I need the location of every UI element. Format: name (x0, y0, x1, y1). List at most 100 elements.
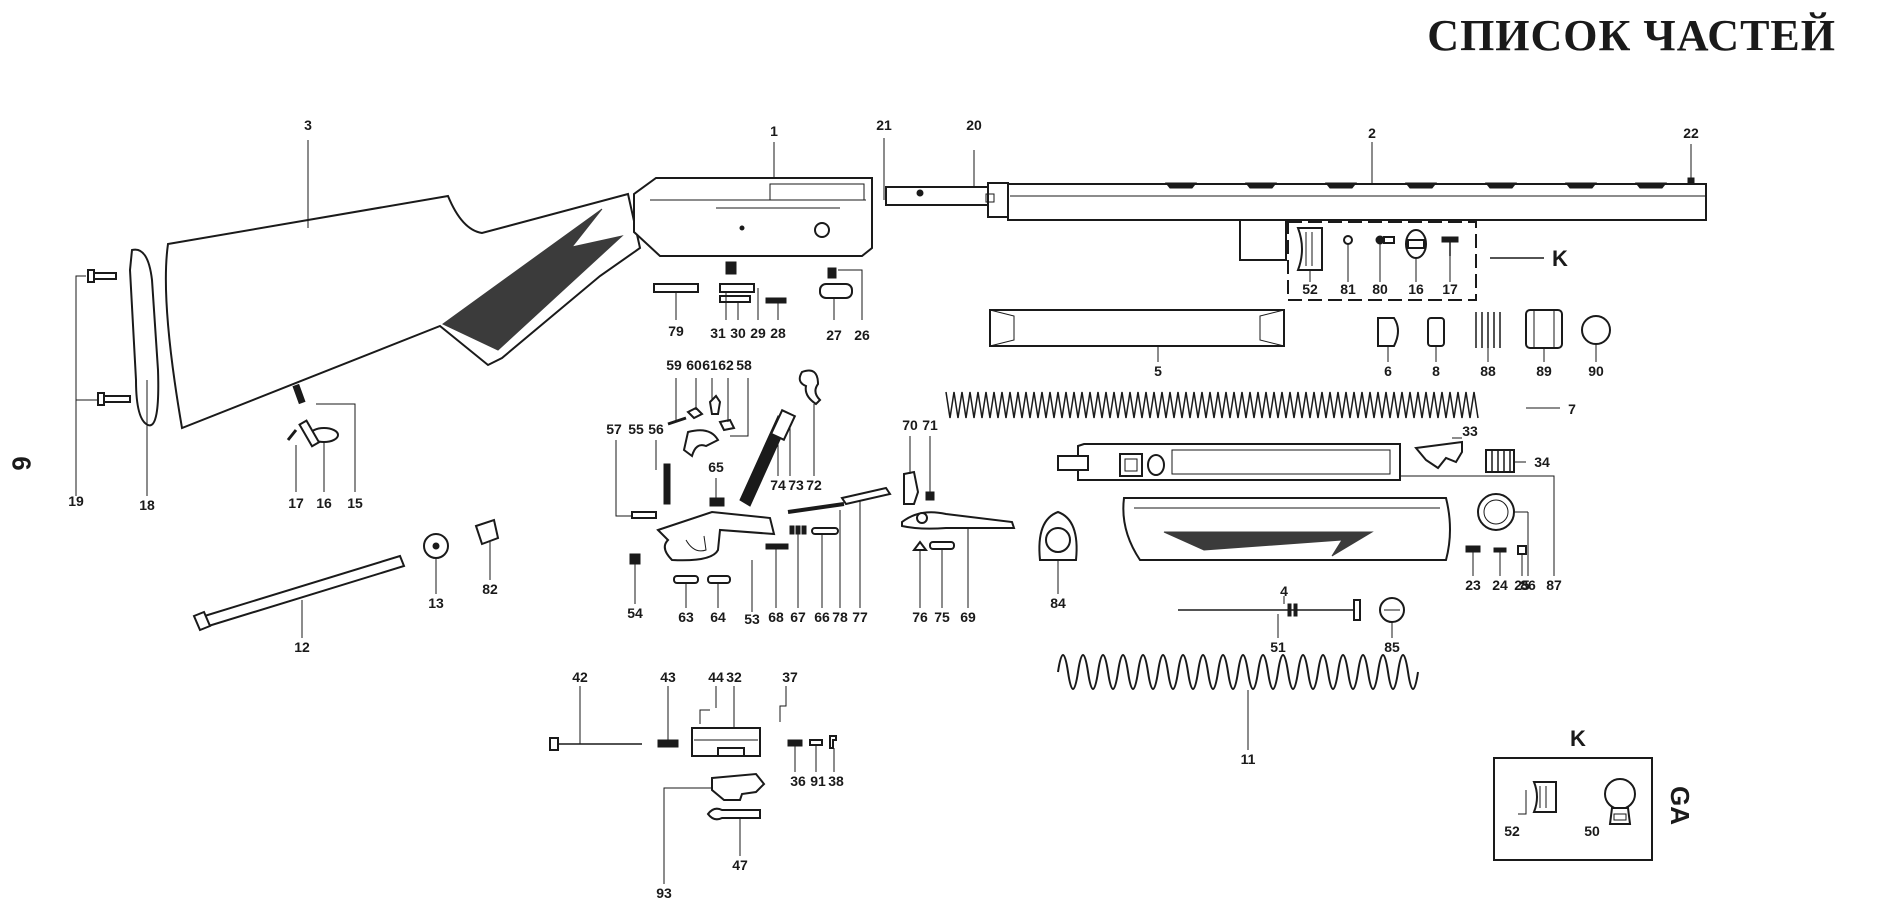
label-part-62: 62 (718, 357, 734, 373)
label-part-12: 12 (294, 639, 310, 655)
part-stock (164, 140, 642, 430)
label-part-30: 30 (730, 325, 746, 341)
label-part-87: 87 (1546, 577, 1562, 593)
kit-k-label: K (1552, 246, 1568, 271)
label-part-52-ga: 52 (1504, 823, 1520, 839)
label-part-27: 27 (826, 327, 842, 343)
part-receiver (633, 142, 873, 257)
label-part-16-kit: 16 (1408, 281, 1424, 297)
label-part-42: 42 (572, 669, 588, 685)
part-small-group-a (653, 261, 863, 320)
label-part-2: 2 (1368, 125, 1376, 141)
label-part-71: 71 (922, 417, 938, 433)
label-part-6: 6 (1384, 363, 1392, 379)
page-number: 6 (6, 456, 37, 471)
label-part-7: 7 (1568, 401, 1576, 417)
label-part-73: 73 (788, 477, 804, 493)
ga-kit-label: GA (1665, 786, 1695, 825)
label-part-19: 19 (68, 493, 84, 509)
part-buttplate (128, 248, 160, 427)
label-part-60: 60 (686, 357, 702, 373)
label-part-67: 67 (790, 609, 806, 625)
label-part-74: 74 (770, 477, 786, 493)
part-action-rod (1178, 596, 1361, 638)
kit-k-label-ga: K (1570, 726, 1586, 751)
part-bolt-assembly (1057, 437, 1555, 576)
label-part-23: 23 (1465, 577, 1481, 593)
label-part-52: 52 (1302, 281, 1318, 297)
part-magazine-tube (989, 309, 1285, 362)
label-part-16: 16 (316, 495, 332, 511)
label-part-17-kit: 17 (1442, 281, 1458, 297)
label-part-57: 57 (606, 421, 622, 437)
part-small-group-b (1377, 309, 1611, 362)
label-part-18: 18 (139, 497, 155, 513)
label-part-55: 55 (628, 421, 644, 437)
label-part-85: 85 (1384, 639, 1400, 655)
label-part-25: 25 (1514, 577, 1530, 593)
label-part-24: 24 (1492, 577, 1508, 593)
label-part-36: 36 (790, 773, 806, 789)
part-action-spring (1057, 654, 1419, 750)
ga-kit-box (1493, 757, 1653, 861)
label-part-80: 80 (1372, 281, 1388, 297)
label-part-86: 86 (1520, 577, 1536, 593)
label-part-17: 17 (288, 495, 304, 511)
label-part-29: 29 (750, 325, 766, 341)
label-part-43: 43 (660, 669, 676, 685)
label-part-20: 20 (966, 117, 982, 133)
label-part-1: 1 (770, 123, 778, 139)
label-part-50: 50 (1584, 823, 1600, 839)
label-part-91: 91 (810, 773, 826, 789)
label-part-47: 47 (732, 857, 748, 873)
label-part-53: 53 (744, 611, 760, 627)
label-part-37: 37 (782, 669, 798, 685)
label-part-22: 22 (1683, 125, 1699, 141)
label-part-64: 64 (710, 609, 726, 625)
label-part-32: 32 (726, 669, 742, 685)
label-part-88: 88 (1480, 363, 1496, 379)
label-part-89: 89 (1536, 363, 1552, 379)
label-part-33: 33 (1462, 423, 1478, 439)
label-part-59: 59 (666, 357, 682, 373)
part-12-13-82 (192, 518, 500, 638)
label-part-11: 11 (1241, 751, 1256, 767)
part-84 (1038, 510, 1078, 594)
label-part-61: 61 (702, 357, 718, 373)
page-title: СПИСОК ЧАСТЕЙ (1427, 11, 1836, 60)
label-part-84: 84 (1050, 595, 1066, 611)
label-part-77: 77 (852, 609, 868, 625)
label-part-38: 38 (828, 773, 844, 789)
label-part-15: 15 (347, 495, 363, 511)
label-part-34: 34 (1534, 454, 1550, 470)
label-part-75: 75 (934, 609, 950, 625)
label-part-5: 5 (1154, 363, 1162, 379)
label-part-21: 21 (876, 117, 892, 133)
part-barrel (883, 138, 1707, 261)
part-trigger-group (615, 369, 892, 612)
label-part-79: 79 (668, 323, 684, 339)
label-part-81: 81 (1340, 281, 1356, 297)
label-part-78: 78 (832, 609, 848, 625)
label-part-76: 76 (912, 609, 928, 625)
label-part-28: 28 (770, 325, 786, 341)
part-number-labels: 1 2 3 4 5 6 7 8 11 12 13 15 16 17 18 19 … (68, 117, 1699, 901)
label-part-3: 3 (304, 117, 312, 133)
part-forearm (1122, 493, 1529, 576)
label-part-56: 56 (648, 421, 664, 437)
part-85 (1379, 597, 1405, 638)
label-part-8: 8 (1432, 363, 1440, 379)
part-buttplate-screws (75, 269, 131, 496)
label-part-69: 69 (960, 609, 976, 625)
label-part-90: 90 (1588, 363, 1604, 379)
label-part-4: 4 (1280, 583, 1288, 599)
part-lower-group (549, 686, 837, 884)
label-part-54: 54 (627, 605, 643, 621)
label-part-68: 68 (768, 609, 784, 625)
label-part-13: 13 (428, 595, 444, 611)
part-small-group-c (1465, 545, 1527, 576)
kit-k-box (1287, 221, 1544, 301)
label-part-58: 58 (736, 357, 752, 373)
